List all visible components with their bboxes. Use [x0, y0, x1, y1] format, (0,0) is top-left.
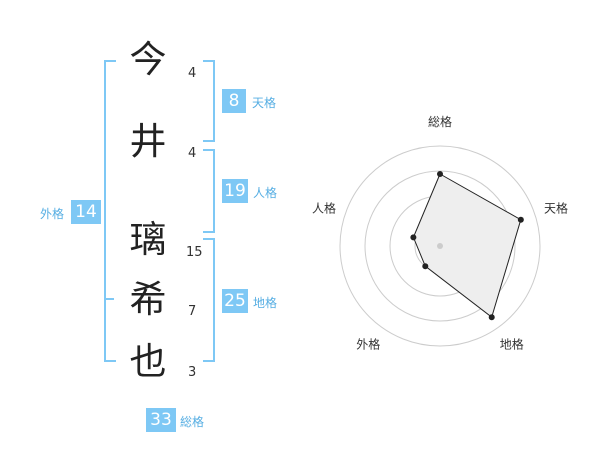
- name-char-5: 也: [129, 340, 167, 383]
- gaikaku-bracket: [104, 60, 116, 362]
- radar-ring-4: [339, 145, 541, 347]
- tenkaku-bracket: [203, 60, 215, 142]
- jinkaku-label: 人格: [253, 186, 278, 200]
- radar-area: [412, 173, 522, 319]
- gaikaku-bracket-divider: [104, 298, 114, 300]
- radar-axis-label-1: 天格: [544, 200, 568, 215]
- chikaku-bracket: [203, 238, 215, 362]
- stroke-count-2: 4: [188, 146, 197, 161]
- radar-points: [410, 171, 524, 321]
- radar-point-3: [422, 263, 429, 270]
- radar-axis-label-4: 人格: [312, 200, 336, 215]
- name-char-1: 今: [129, 38, 167, 81]
- stroke-count-4: 7: [188, 304, 197, 319]
- radar-point-2: [488, 314, 495, 321]
- radar-point-0: [437, 171, 443, 177]
- chikaku-label: 地格: [253, 296, 278, 310]
- jinkaku-bracket: [203, 149, 215, 233]
- tenkaku-value: 8: [222, 89, 246, 113]
- stroke-count-3: 15: [186, 245, 203, 260]
- radar-axis-label-0: 総格: [428, 114, 452, 129]
- name-char-4: 希: [129, 278, 167, 321]
- name-char-3: 璃: [129, 218, 167, 261]
- soukaku-value: 33: [146, 408, 176, 432]
- radar-point-4: [410, 234, 417, 241]
- radar-center: [437, 243, 443, 249]
- radar-axis-label-2: 地格: [500, 337, 524, 352]
- radar-axis-label-3: 外格: [356, 337, 380, 352]
- soukaku-label: 総格: [180, 415, 205, 429]
- gaikaku-label: 外格: [40, 207, 65, 221]
- name-char-2: 井: [129, 120, 167, 163]
- tenkaku-label: 天格: [252, 96, 277, 110]
- stroke-count-1: 4: [188, 66, 197, 81]
- stroke-count-5: 3: [188, 365, 197, 380]
- radar-point-1: [517, 216, 524, 223]
- jinkaku-value: 19: [222, 179, 248, 203]
- chikaku-value: 25: [222, 289, 248, 313]
- gaikaku-value: 14: [71, 200, 101, 224]
